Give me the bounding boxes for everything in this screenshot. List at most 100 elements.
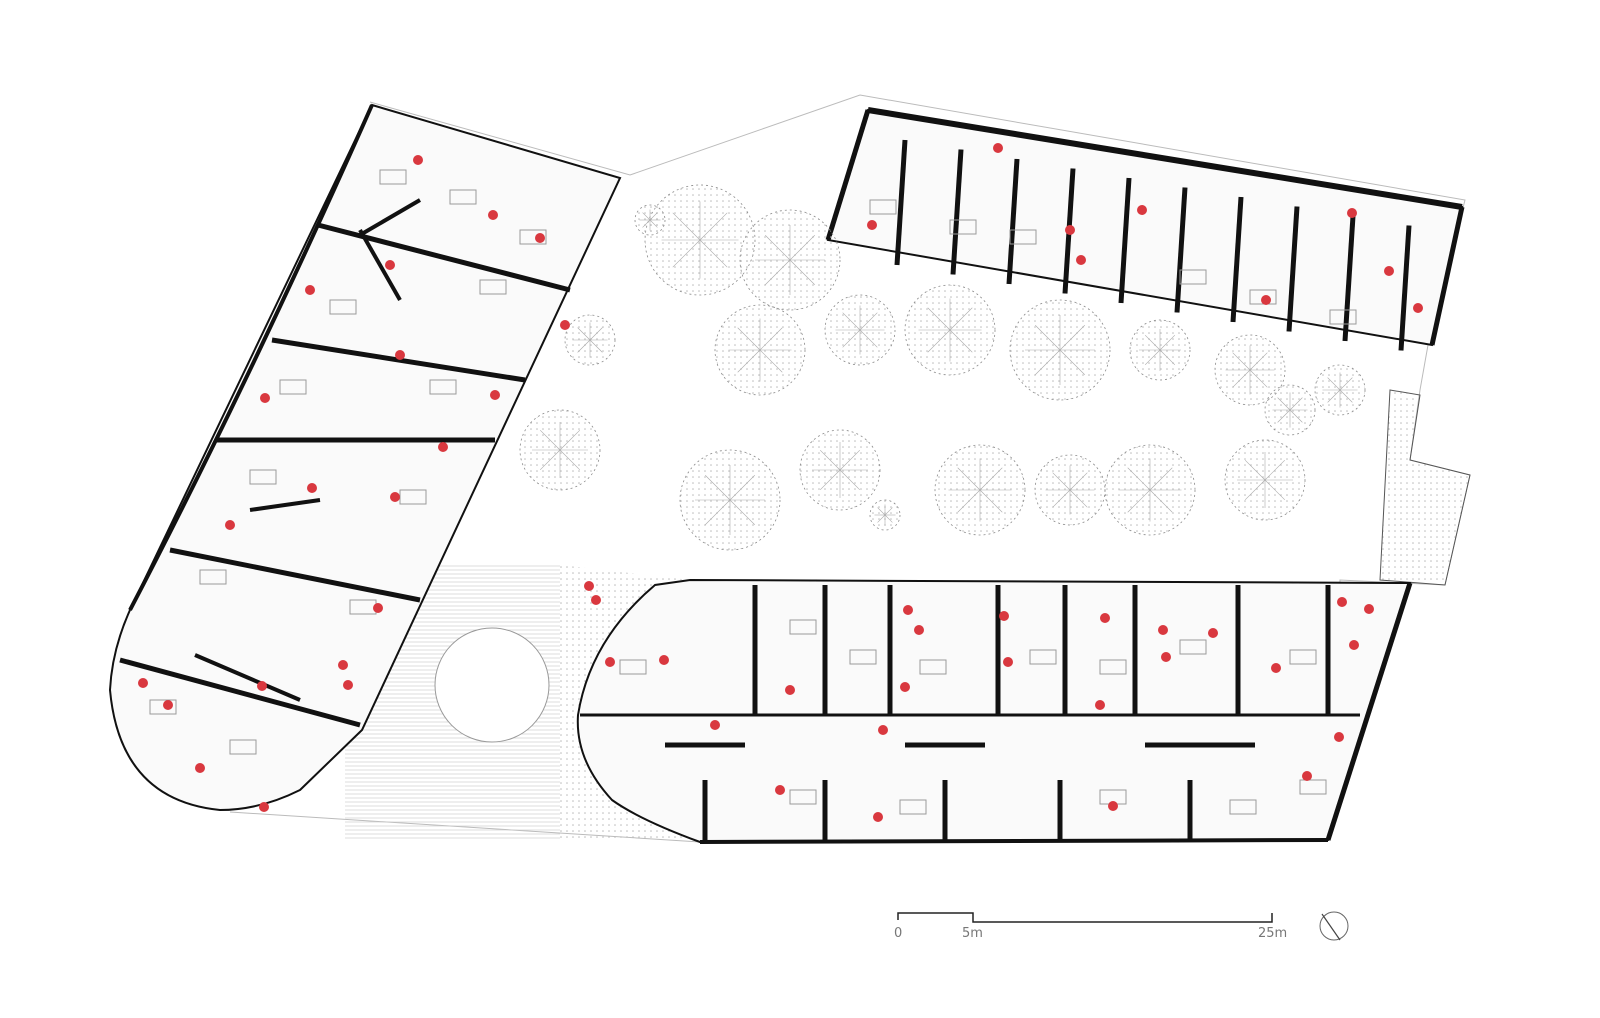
tree-branch [1277,397,1291,411]
furniture-item [279,379,307,395]
courtyard-vegetation [519,184,1366,551]
tree-branch [1035,349,1061,375]
person-marker [560,320,570,330]
north-wing [825,107,1465,351]
tree-branch [859,329,878,348]
person-marker [605,657,615,667]
tree-branch [737,327,761,351]
person-marker [488,210,498,220]
person-marker [775,785,785,795]
furniture-item [1229,799,1257,815]
person-marker [163,700,173,710]
tree-branch [957,489,981,513]
person-marker [385,260,395,270]
tree-branch [1232,369,1251,388]
tree-branch [1327,377,1341,391]
party-wall [1174,187,1188,313]
furniture-item [949,219,977,235]
tree-branch [979,467,1003,491]
tree-branch [1249,352,1268,371]
person-marker [1337,597,1347,607]
furniture-item [899,799,927,815]
tree-branch [649,212,658,221]
person-marker [1065,225,1075,235]
scale-label-0: 0 [894,926,903,941]
person-marker [259,802,269,812]
person-marker [785,685,795,695]
north-arrow-icon [1319,911,1349,941]
core-wall [249,498,321,512]
person-marker [999,611,1009,621]
person-marker [1261,295,1271,305]
tree-branch [1264,459,1286,481]
scale-label-25m: 25m [1258,926,1288,941]
tree-branch [1069,472,1088,491]
furniture-item [789,619,817,635]
party-wall [1286,206,1300,332]
tree-branch [649,219,658,228]
tree-branch [765,235,791,261]
person-marker [395,350,405,360]
tree-branch [559,429,581,451]
person-marker [584,581,594,591]
tree-branch [927,329,951,353]
furniture-item [449,189,477,205]
tree-branch [1289,409,1303,423]
furniture-item [1029,649,1057,665]
person-marker [260,393,270,403]
person-marker [710,720,720,730]
person-marker [903,605,913,615]
person-marker [1349,640,1359,650]
person-marker [1161,652,1171,662]
person-marker [1384,266,1394,276]
tree-branch [884,507,893,516]
tree-branch [1289,397,1303,411]
person-marker [1003,657,1013,667]
tree-branch [789,259,815,285]
tree-branch [539,449,561,471]
tree-branch [577,327,591,341]
furniture-item [919,659,947,675]
person-marker [307,483,317,493]
tree-branch [1035,325,1061,351]
furniture-item [1009,229,1037,245]
tree-branch [949,329,973,353]
party-wall [169,547,421,603]
person-marker [1095,700,1105,710]
party-wall [119,657,361,728]
furniture-item [1299,779,1327,795]
furniture-item [249,469,277,485]
south-wing-outline [576,578,1412,844]
tree-branch [1244,459,1266,481]
person-marker [413,155,423,165]
tree-branch [1327,389,1341,403]
tree-branch [1127,489,1151,513]
core-wall [194,653,301,702]
circular-plaza [434,627,550,743]
tree-branch [839,449,861,471]
tree-branch [1277,409,1291,423]
tree-branch [1052,472,1071,491]
person-marker [1413,303,1423,313]
furniture-item [329,299,357,315]
person-marker [1334,732,1344,742]
person-marker [1302,771,1312,781]
furniture-item [619,659,647,675]
tree-branch [1069,489,1088,508]
furniture-item [519,229,547,245]
tree-branch [672,212,701,241]
furniture-item [849,649,877,665]
tree-branch [1244,479,1266,501]
person-marker [900,682,910,692]
tree-branch [1144,334,1161,351]
party-wall [894,139,908,266]
tree-branch [1264,479,1286,501]
tree-branch [1159,349,1176,366]
west-wing [108,103,622,812]
person-marker [138,678,148,688]
tree-branch [1339,377,1353,391]
tree-branch [705,475,731,501]
core-wall [358,229,402,301]
tree-branch [1249,369,1268,388]
person-marker [1271,663,1281,673]
